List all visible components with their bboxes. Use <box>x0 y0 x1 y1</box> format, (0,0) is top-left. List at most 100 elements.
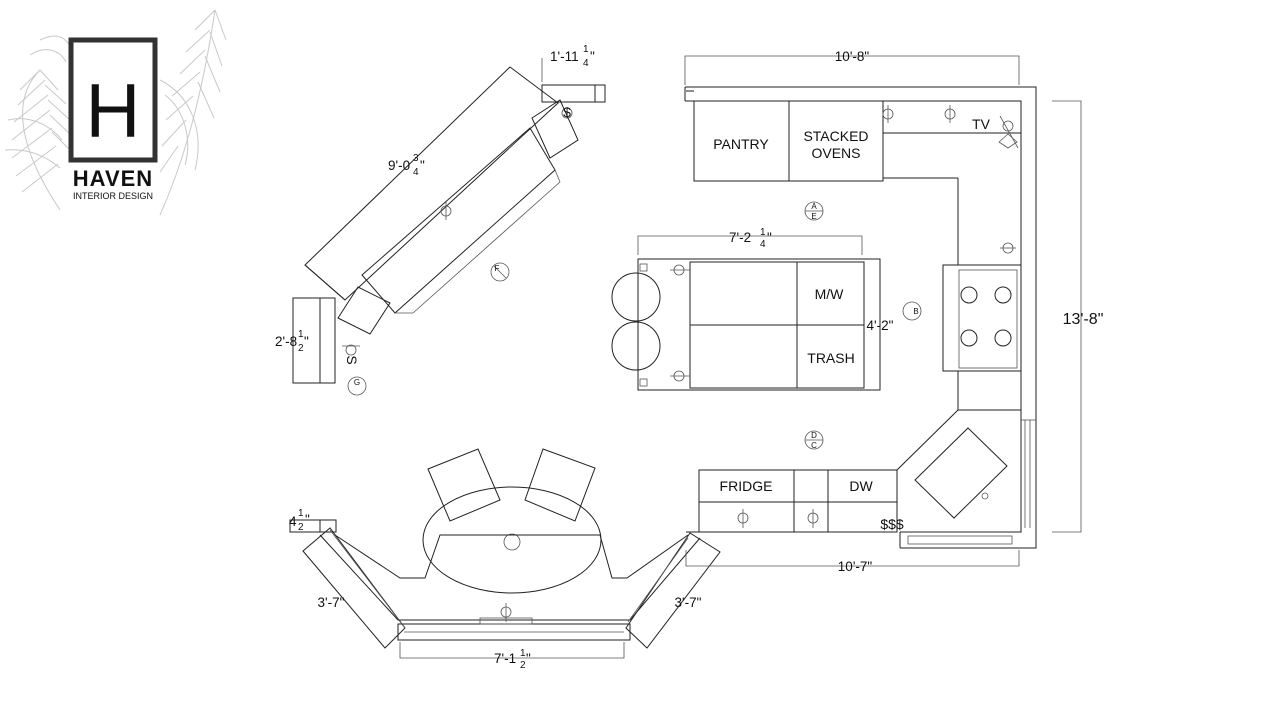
stacked-ovens-cabinet <box>788 100 884 182</box>
dim-bench-num: 1 <box>298 508 304 519</box>
banquette-back-inner <box>319 534 701 621</box>
outlet-icon <box>639 378 648 387</box>
dim-bottom-width: 10'-7" <box>838 559 873 574</box>
elevation-marker-dc: D C <box>804 430 824 450</box>
light-fixture-icon <box>882 105 894 123</box>
inner-wall <box>685 100 1022 533</box>
dining-chair <box>524 448 596 522</box>
dim-diag-length: 9'-0 <box>388 158 410 173</box>
corner-sink <box>914 427 1008 519</box>
marker-f: F <box>495 264 500 273</box>
marker-b: B <box>913 307 918 316</box>
dim-top-width: 10'-8" <box>835 49 870 64</box>
dim-diag-bottom-tail: " <box>304 334 309 349</box>
dim-banquette-left: 3'-7" <box>318 595 345 610</box>
light-fixture-icon <box>670 370 690 382</box>
stacked-ovens-label-line1: STACKED <box>803 128 868 144</box>
dim-bench-tail: " <box>305 512 310 527</box>
outlet-icon <box>561 107 573 119</box>
diagonal-counter: $ S <box>292 66 606 384</box>
light-fixture-icon <box>737 509 749 528</box>
elevation-marker-g: G <box>347 376 367 396</box>
dim-island-width-den: 4 <box>760 239 766 250</box>
logo-subtitle: INTERIOR DESIGN <box>73 191 153 201</box>
outlets-label: $$$ <box>880 516 904 532</box>
dim-banquette-width-num: 1 <box>520 648 526 659</box>
dining-table <box>422 486 602 594</box>
elevation-marker-b: B <box>902 301 922 321</box>
dim-diag-top-tail: " <box>590 49 595 64</box>
bench-return <box>289 519 337 533</box>
dim-banquette-width-den: 2 <box>520 660 526 671</box>
dim-bench-den: 2 <box>298 522 304 533</box>
light-fixture-icon <box>500 603 512 622</box>
burner-icon <box>994 286 1012 304</box>
bottom-counter: FRIDGE DW $$$ <box>686 469 904 533</box>
logo-name: HAVEN <box>73 166 153 191</box>
pendant-icon <box>503 533 521 551</box>
dim-diag-bottom-num: 1 <box>298 329 304 340</box>
dimensions: 10'-8" 13'-8" 10'-7" 7'-2 1 4 " 4'-2" 7'… <box>275 44 1103 671</box>
logo-frame <box>68 37 158 163</box>
dim-banquette-width: 7'-1 <box>494 651 516 666</box>
dim-banquette-width-tail: " <box>526 651 531 666</box>
banquette-left-end <box>302 527 406 649</box>
dim-diag-length-den: 4 <box>413 167 419 178</box>
diagonal-top-return <box>541 84 606 103</box>
outlet-label-left: S <box>344 355 360 364</box>
dim-diag-length-num: 3 <box>413 153 419 164</box>
island: M/W TRASH <box>611 258 881 391</box>
stool-icon <box>611 321 661 371</box>
dining-chair <box>427 448 501 522</box>
dim-right-height: 13'-8" <box>1063 311 1104 328</box>
marker-e: E <box>811 212 816 221</box>
dishwasher-label: DW <box>849 478 873 494</box>
light-fixture-icon <box>807 509 819 528</box>
elevation-markers: A E B D C F G <box>347 201 922 450</box>
logo: H HAVEN INTERIOR DESIGN <box>4 9 227 216</box>
dim-island-width: 7'-2 <box>729 230 751 245</box>
outlet-icon <box>342 344 360 356</box>
top-counter: PANTRY STACKED OVENS TV <box>693 100 1021 265</box>
diagonal-end-cabinet <box>337 286 391 335</box>
elevation-marker-ae: A E <box>804 201 824 221</box>
trash-label: TRASH <box>807 350 854 366</box>
fridge-label: FRIDGE <box>720 478 773 494</box>
corner-sink-counter <box>896 409 1008 532</box>
dim-bench: 4 <box>289 514 297 529</box>
burner-icon <box>960 329 978 347</box>
banquette-seat <box>334 534 689 579</box>
dim-diag-top: 1'-11 <box>550 49 579 64</box>
marker-c: C <box>811 441 817 450</box>
light-fixture-icon <box>944 105 956 123</box>
stacked-ovens-label-line2: OVENS <box>811 145 860 161</box>
outlet-icon <box>639 263 648 272</box>
dining-area <box>289 448 721 649</box>
light-fixture-icon <box>440 202 452 220</box>
palm-leaf-decoration <box>4 9 227 216</box>
tv-mount-icon <box>998 115 1019 149</box>
dim-island-width-num: 1 <box>760 227 766 238</box>
cooktop <box>942 264 1022 411</box>
dim-island-width-tail: " <box>767 230 772 245</box>
dim-diag-top-num: 1 <box>583 44 589 55</box>
logo-monogram: H <box>86 69 141 154</box>
drain-icon <box>981 492 989 500</box>
dim-banquette-right: 3'-7" <box>675 595 702 610</box>
outlet-label-top: $ <box>563 104 571 120</box>
marker-g: G <box>354 378 360 387</box>
elevation-marker-f: F <box>490 262 510 282</box>
marker-d: D <box>811 431 817 440</box>
burner-icon <box>960 286 978 304</box>
pantry-label: PANTRY <box>713 136 769 152</box>
dim-diag-length-tail: " <box>420 158 425 173</box>
dim-diag-bottom: 2'-8 <box>275 334 297 349</box>
dim-diag-bottom-den: 2 <box>298 343 304 354</box>
light-fixture-icon <box>670 264 690 276</box>
burner-icon <box>994 329 1012 347</box>
dim-island-depth: 4'-2" <box>867 318 894 333</box>
outer-wall <box>685 86 1037 549</box>
banquette-right-end <box>625 532 721 649</box>
microwave-label: M/W <box>815 286 845 302</box>
